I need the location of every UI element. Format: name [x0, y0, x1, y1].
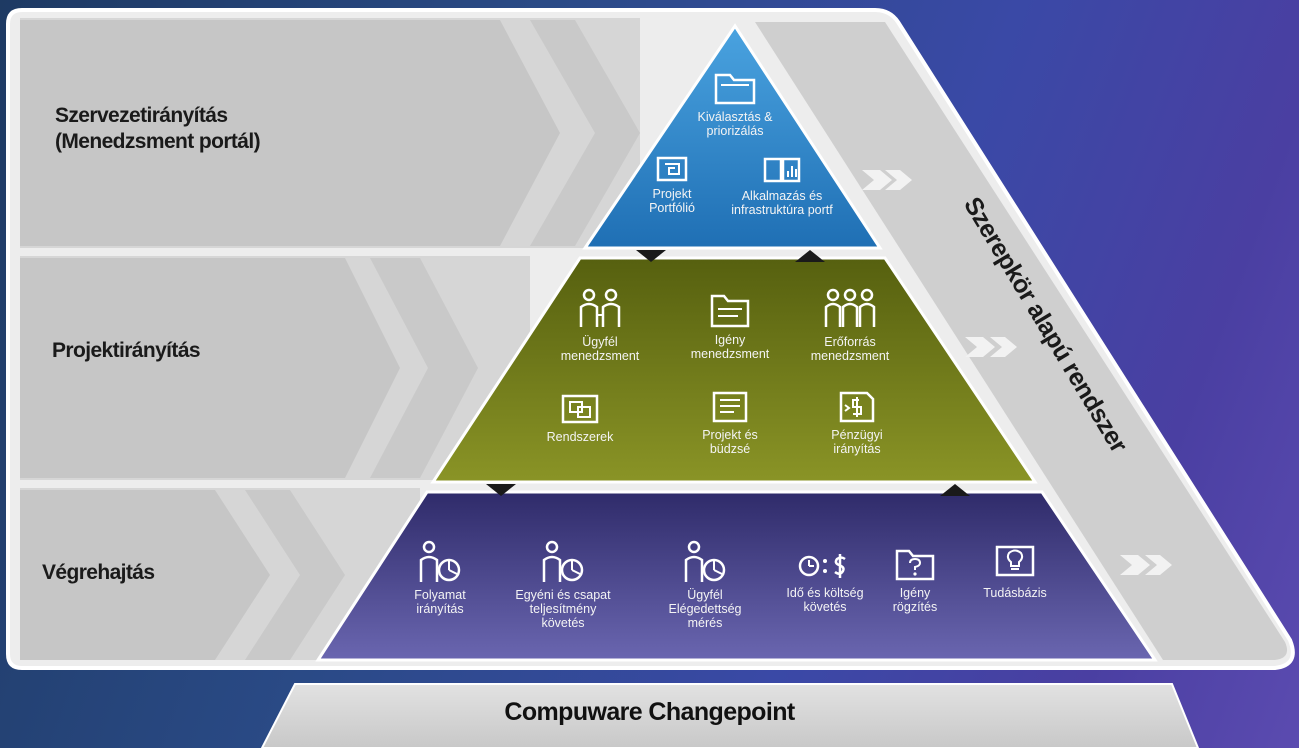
- side-arrow-5: [1120, 555, 1150, 575]
- bottom-item-process: Folyamat irányítás: [385, 540, 495, 616]
- bottom-item-demand-capture: Igény rögzítés: [865, 548, 965, 614]
- connector-arrow-up-1: [795, 250, 825, 262]
- level-label-project: Projektirányítás: [52, 339, 201, 362]
- middle-item-label: Erőforrás menedzsment: [810, 335, 890, 363]
- chevron-bottom: [20, 490, 270, 660]
- connector-arrow-up-2: [940, 484, 970, 496]
- portfolio-icon: [656, 156, 688, 182]
- middle-item-client: Ügyfél menedzsment: [530, 287, 670, 363]
- top-item-app-infra: Alkalmazás és infrastruktúra portf: [712, 155, 852, 217]
- middle-item-project-budget: Projekt és büdzsé: [660, 390, 800, 456]
- tier-bottom: [315, 490, 1158, 662]
- document-icon: [710, 294, 750, 328]
- knowledge-icon: [995, 545, 1035, 577]
- tier-middle: [430, 256, 1038, 484]
- finance-icon: [839, 391, 875, 423]
- top-item-label: Alkalmazás és infrastruktúra portf: [731, 189, 833, 217]
- tier-top: [582, 23, 883, 250]
- side-arrows: [862, 170, 1172, 575]
- chart-book-icon: [763, 157, 801, 183]
- middle-item-label: Pénzügyi irányítás: [831, 428, 883, 456]
- person-chart-icon: [542, 540, 584, 582]
- middle-item-systems: Rendszerek: [515, 392, 645, 444]
- side-arrow-3: [965, 337, 995, 357]
- level-label-execution: Végrehajtás: [42, 561, 155, 584]
- top-item-label: Kiválasztás & priorizálás: [697, 110, 773, 138]
- bottom-item-time-cost: Idő és költség követés: [760, 550, 890, 614]
- connector-arrow-down-1: [636, 250, 666, 262]
- top-item-selection: Kiválasztás & priorizálás: [660, 72, 810, 138]
- top-item-label: Projekt Portfólió: [649, 187, 695, 215]
- question-doc-icon: [895, 549, 935, 581]
- base-band: [260, 683, 1200, 748]
- middle-item-resource: Erőforrás menedzsment: [780, 287, 920, 363]
- middle-item-finance: Pénzügyi irányítás: [792, 390, 922, 456]
- person-chart-icon: [684, 540, 726, 582]
- bottom-item-label: Tudásbázis: [983, 586, 1047, 600]
- chevron-middle-2: [370, 258, 478, 478]
- chevron-middle: [20, 258, 400, 478]
- bottom-item-label: Egyéni és csapat teljesítmény követés: [515, 588, 611, 630]
- level-label-organization: Szervezetirányítás (Menedzsment portál): [55, 104, 261, 153]
- people-pair-icon: [579, 288, 621, 327]
- side-arrow-6: [1145, 555, 1172, 575]
- bottom-item-label: Ügyfél Elégedettség mérés: [668, 588, 742, 630]
- middle-item-label: Ügyfél menedzsment: [560, 335, 640, 363]
- chevron-top: [20, 20, 560, 246]
- systems-icon: [561, 394, 599, 424]
- chevron-top-2: [530, 20, 640, 246]
- bottom-item-satisfaction: Ügyfél Elégedettség mérés: [640, 540, 770, 630]
- people-group-icon: [824, 288, 876, 327]
- chevron-bottom-2: [245, 490, 345, 660]
- middle-item-label: Rendszerek: [546, 430, 614, 444]
- bottom-item-performance: Egyéni és csapat teljesítmény követés: [488, 540, 638, 630]
- list-doc-icon: [712, 391, 748, 423]
- bottom-item-knowledge-base: Tudásbázis: [960, 544, 1070, 600]
- bottom-item-label: Idő és költség követés: [786, 586, 864, 614]
- time-cost-icon: [798, 554, 846, 578]
- top-item-portfolio: Projekt Portfólió: [612, 155, 732, 215]
- side-arrow-2: [885, 170, 912, 190]
- side-arrow-4: [990, 337, 1017, 357]
- base-title: Compuware Changepoint: [504, 698, 795, 726]
- side-arrow-1: [862, 170, 892, 190]
- bottom-item-label: Igény rögzítés: [892, 586, 938, 614]
- folder-icon: [714, 73, 756, 105]
- middle-item-label: Igény menedzsment: [690, 333, 770, 361]
- bottom-item-label: Folyamat irányítás: [414, 588, 466, 616]
- connector-arrow-down-2: [486, 484, 516, 496]
- middle-item-label: Projekt és büdzsé: [702, 428, 758, 456]
- person-chart-icon: [419, 540, 461, 582]
- middle-item-demand: Igény menedzsment: [660, 293, 800, 361]
